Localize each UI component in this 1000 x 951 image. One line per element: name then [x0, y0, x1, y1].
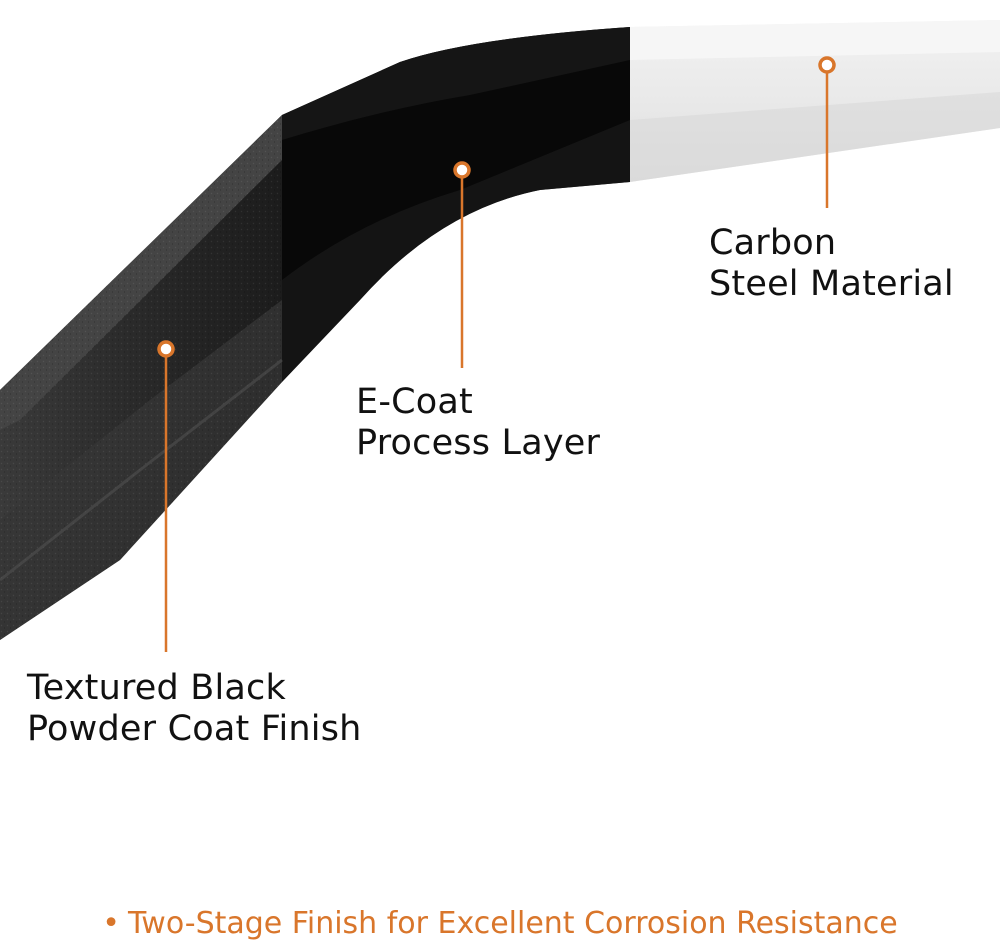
callout-carbon: [818, 56, 836, 208]
label-ecoat-line2: Process Layer: [356, 423, 601, 463]
callout-dot-icon: [818, 56, 836, 74]
callout-dot-icon: [453, 161, 471, 179]
label-ecoat: E-Coat Process Layer: [356, 382, 600, 464]
bullet-icon: •: [102, 906, 120, 941]
callout-powder: [157, 340, 175, 652]
label-carbon-line1: Carbon: [709, 223, 837, 263]
footer-caption: •Two-Stage Finish for Excellent Corrosio…: [0, 904, 1000, 944]
label-powder-line2: Powder Coat Finish: [27, 709, 362, 749]
label-carbon-steel: Carbon Steel Material: [709, 223, 954, 305]
label-carbon-line2: Steel Material: [709, 264, 954, 304]
label-powder-line1: Textured Black: [27, 668, 286, 708]
callout-ecoat: [453, 161, 471, 368]
label-powder-coat: Textured Black Powder Coat Finish: [27, 668, 362, 750]
powder-coat-segment: [0, 115, 283, 640]
label-ecoat-line1: E-Coat: [356, 382, 473, 422]
footer-text: Two-Stage Finish for Excellent Corrosion…: [127, 906, 898, 941]
ecoat-segment: [282, 27, 630, 382]
callout-dot-icon: [157, 340, 175, 358]
carbon-steel-segment: [630, 20, 1000, 182]
